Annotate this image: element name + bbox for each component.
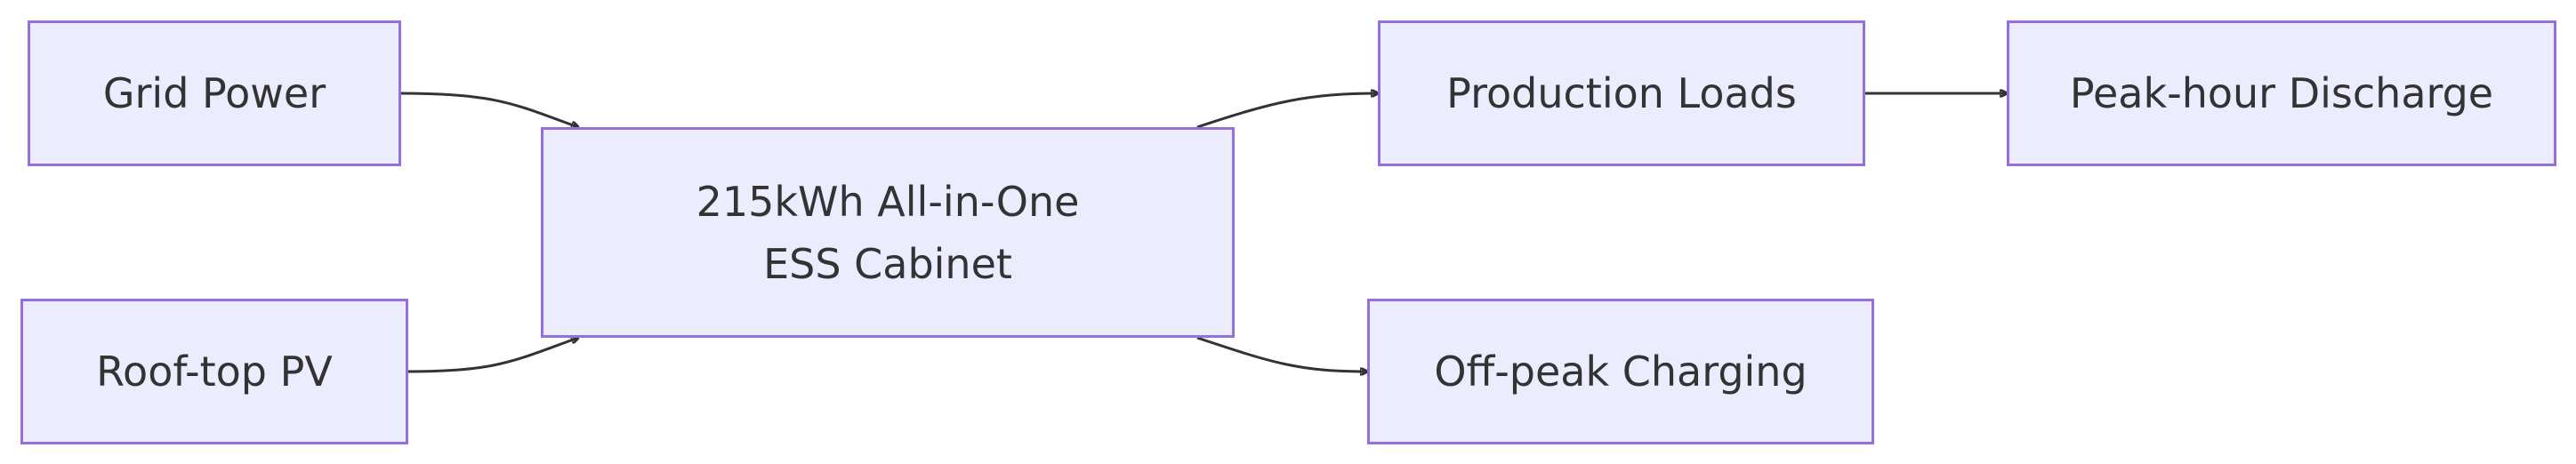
node-label-peak-hour-discharge: Peak-hour Discharge — [2069, 69, 2494, 117]
node-label-production-loads: Production Loads — [1446, 69, 1797, 117]
node-label-off-peak-charging: Off-peak Charging — [1434, 348, 1807, 396]
node-production-loads: Production Loads — [1378, 20, 1865, 166]
node-ess-cabinet: 215kWh All-in-One ESS Cabinet — [541, 127, 1235, 338]
edge-pv-to-ess — [407, 338, 578, 373]
node-rooftop-pv: Roof-top PV — [20, 299, 408, 444]
node-label-rooftop-pv: Roof-top PV — [96, 348, 333, 396]
edge-ess-to-production — [1196, 93, 1378, 129]
edge-grid-to-ess — [400, 92, 578, 127]
node-grid-power: Grid Power — [28, 20, 401, 166]
node-off-peak-charging: Off-peak Charging — [1367, 299, 1874, 444]
edge-ess-to-offpeak — [1196, 336, 1367, 372]
node-label-ess-cabinet: 215kWh All-in-One ESS Cabinet — [696, 177, 1080, 288]
node-peak-hour-discharge: Peak-hour Discharge — [2007, 20, 2556, 166]
node-label-grid-power: Grid Power — [102, 69, 326, 117]
